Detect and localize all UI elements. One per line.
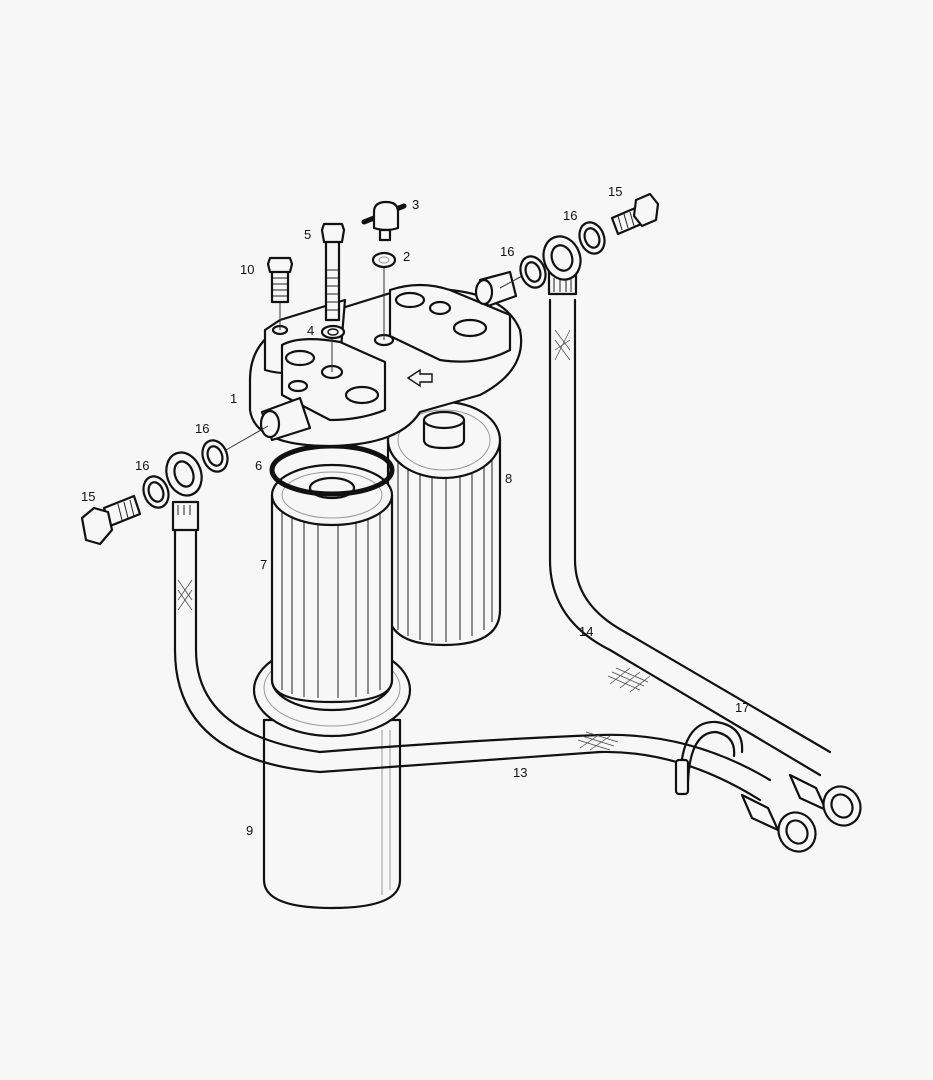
washer-4 (320, 324, 346, 340)
hose-13-end-fitting (740, 793, 817, 853)
seal-ring-16-left-outer (142, 475, 170, 509)
hose-14 (542, 235, 832, 777)
callout-8: 8 (505, 471, 513, 486)
hose-13 (165, 451, 772, 802)
long-bolt-5 (320, 222, 346, 372)
callout-15-right: 15 (608, 184, 623, 199)
callout-16-left-outer: 16 (135, 458, 150, 473)
seal-ring-16-left-inner (201, 425, 269, 473)
banjo-bolt-15-right (610, 192, 660, 236)
hose-clamp-17 (674, 720, 744, 796)
callout-15-left: 15 (81, 489, 96, 504)
seal-ring-16-right-inner (499, 255, 547, 289)
callout-9: 9 (246, 823, 254, 838)
callout-5: 5 (304, 227, 312, 242)
callout-16-right-outer: 16 (563, 208, 578, 223)
short-bolt-10 (266, 256, 294, 330)
callout-17: 17 (735, 700, 750, 715)
callout-1: 1 (230, 391, 238, 406)
seal-ring-16-right-outer (578, 221, 606, 255)
sealing-washer-2 (371, 251, 397, 269)
banjo-bolt-15-left (80, 494, 142, 546)
callout-16-right-inner: 16 (500, 244, 515, 259)
callout-4: 4 (307, 323, 315, 338)
callout-3: 3 (412, 197, 420, 212)
callout-6: 6 (255, 458, 263, 473)
callout-2: 2 (403, 249, 411, 264)
filter-element-8 (386, 400, 502, 647)
bleed-screw-3 (361, 200, 407, 340)
callout-13: 13 (513, 765, 528, 780)
hose-14-end-fitting (788, 773, 862, 827)
callout-14: 14 (579, 624, 594, 639)
callout-16-left-inner: 16 (195, 421, 210, 436)
callout-10: 10 (240, 262, 255, 277)
callout-7: 7 (260, 557, 268, 572)
filter-element-7 (270, 463, 394, 704)
